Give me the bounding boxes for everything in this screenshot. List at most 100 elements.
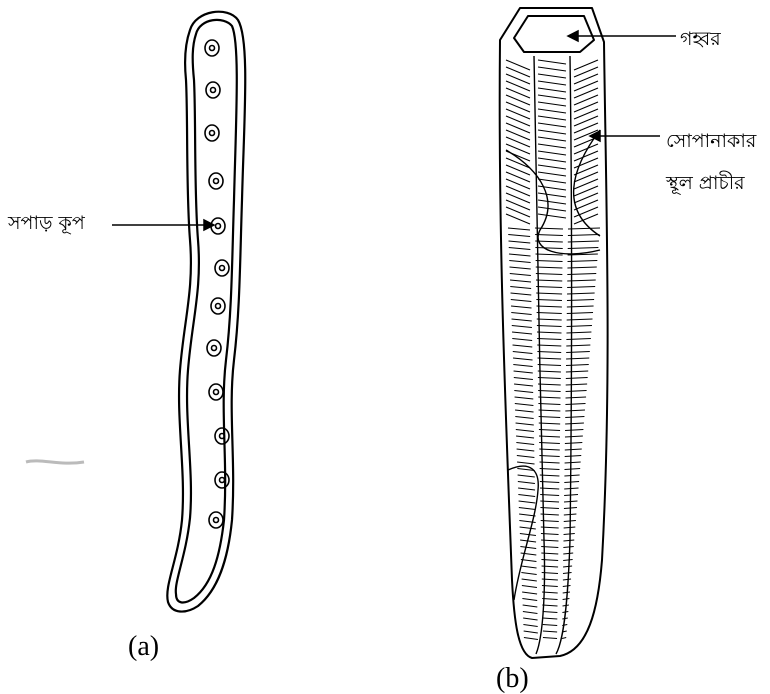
wall-thickening xyxy=(563,540,574,541)
wall-thickening xyxy=(520,547,536,549)
wall-thickening xyxy=(518,475,535,477)
wall-thickening xyxy=(517,456,535,458)
wall-thickening xyxy=(563,553,573,554)
wall-thickening xyxy=(562,618,567,619)
wall-thickening xyxy=(535,235,563,236)
wall-thickening xyxy=(519,501,536,503)
wall-thickening xyxy=(537,313,562,314)
bordered-pit xyxy=(209,173,223,189)
wall-thickening xyxy=(566,332,591,333)
wall-thickening xyxy=(565,410,585,411)
wall-thickening xyxy=(535,228,563,229)
wall-thickening xyxy=(563,586,571,587)
wall-thickening xyxy=(537,352,561,353)
pit-aperture xyxy=(211,88,216,93)
wall-thickening xyxy=(521,560,537,562)
wall-thickening xyxy=(538,186,566,190)
wall-thickening xyxy=(508,235,530,237)
wall-thickening xyxy=(538,130,566,134)
wall-thickening xyxy=(521,573,536,575)
wall-thickening xyxy=(565,449,582,450)
wall-thickening xyxy=(538,81,566,85)
wall-thickening xyxy=(521,553,537,555)
vessel-element-b xyxy=(500,8,608,658)
wall-thickening xyxy=(542,612,557,613)
wall-thickening xyxy=(512,332,532,334)
wall-thickening xyxy=(517,449,535,451)
wall-thickening xyxy=(564,527,576,528)
bordered-pit xyxy=(205,125,219,141)
lumen-label: গহ্বর xyxy=(680,28,721,50)
wall-thickening xyxy=(565,456,582,457)
vessel-inner-band-right xyxy=(556,56,572,654)
wall-thickening xyxy=(510,267,531,269)
wall-thickening xyxy=(537,319,562,320)
caption-b: (b) xyxy=(496,664,529,694)
wall-thickening xyxy=(515,404,534,406)
wall-thickening xyxy=(538,67,566,71)
wall-thickening xyxy=(566,384,587,385)
wall-thickening xyxy=(565,436,583,437)
wall-thickening xyxy=(518,495,535,497)
wall-thickening xyxy=(514,378,533,380)
wall-thickening xyxy=(538,200,566,204)
wall-thickening xyxy=(536,254,563,255)
wall-label-line1: সোপানাকার xyxy=(666,130,756,152)
wall-thickening xyxy=(538,109,566,113)
wall-thickening xyxy=(524,631,538,633)
wall-thickening xyxy=(523,612,538,614)
wall-thickening xyxy=(522,599,537,601)
bordered-pit xyxy=(207,340,221,356)
wall-thickening xyxy=(537,339,561,340)
wall-thickening xyxy=(538,207,566,211)
wall-thickening xyxy=(509,254,530,256)
wall-thickening xyxy=(511,293,532,295)
wall-thickening xyxy=(510,287,531,289)
wall-thickening xyxy=(519,514,535,516)
wall-thickening xyxy=(567,326,592,327)
wall-thickening xyxy=(538,397,560,398)
wall-thickening xyxy=(564,508,577,509)
wall-thickening xyxy=(508,228,530,230)
wall-thickening xyxy=(512,339,532,341)
wall-thickening xyxy=(562,612,568,613)
wall-thickening xyxy=(564,482,579,483)
wall-thickening xyxy=(538,74,566,78)
wall-thickening xyxy=(564,488,578,489)
wall-thickening xyxy=(511,300,532,302)
wall-thickening xyxy=(519,508,536,510)
wall-thickening xyxy=(538,116,566,120)
wall-thickening xyxy=(565,462,581,463)
bordered-pit xyxy=(206,82,220,98)
vessel-inner-band-left xyxy=(534,56,545,654)
wall-thickening xyxy=(535,248,562,249)
wall-thickening xyxy=(509,261,530,263)
wall-thickening xyxy=(538,384,561,385)
wall-thickening xyxy=(516,430,534,432)
wall-thickening xyxy=(536,274,562,275)
wall-thickening xyxy=(538,214,566,218)
pit-aperture xyxy=(220,434,225,439)
wall-thickening xyxy=(543,618,558,619)
wall-thickening xyxy=(516,423,534,425)
wall-thickening xyxy=(566,397,587,398)
wall-thickening xyxy=(567,306,594,307)
pit-aperture xyxy=(214,518,219,523)
vessel-lumen-opening xyxy=(514,16,594,52)
wall-thickening xyxy=(539,410,561,411)
wall-thickening xyxy=(566,352,590,353)
wall-thickening xyxy=(565,404,585,405)
wall-thickening xyxy=(538,378,561,379)
caption-a: (a) xyxy=(128,632,159,662)
wall-thickening xyxy=(538,123,566,127)
wall-thickening xyxy=(564,534,575,535)
wall-thickening xyxy=(538,137,566,141)
wall-thickening xyxy=(524,638,538,640)
wall-thickening xyxy=(516,443,534,445)
wall-thickening xyxy=(536,287,562,288)
wall-thickening xyxy=(511,306,531,308)
tracheid-outer-wall xyxy=(167,12,245,612)
pit-aperture xyxy=(210,46,215,51)
wall-thickening xyxy=(538,172,566,176)
